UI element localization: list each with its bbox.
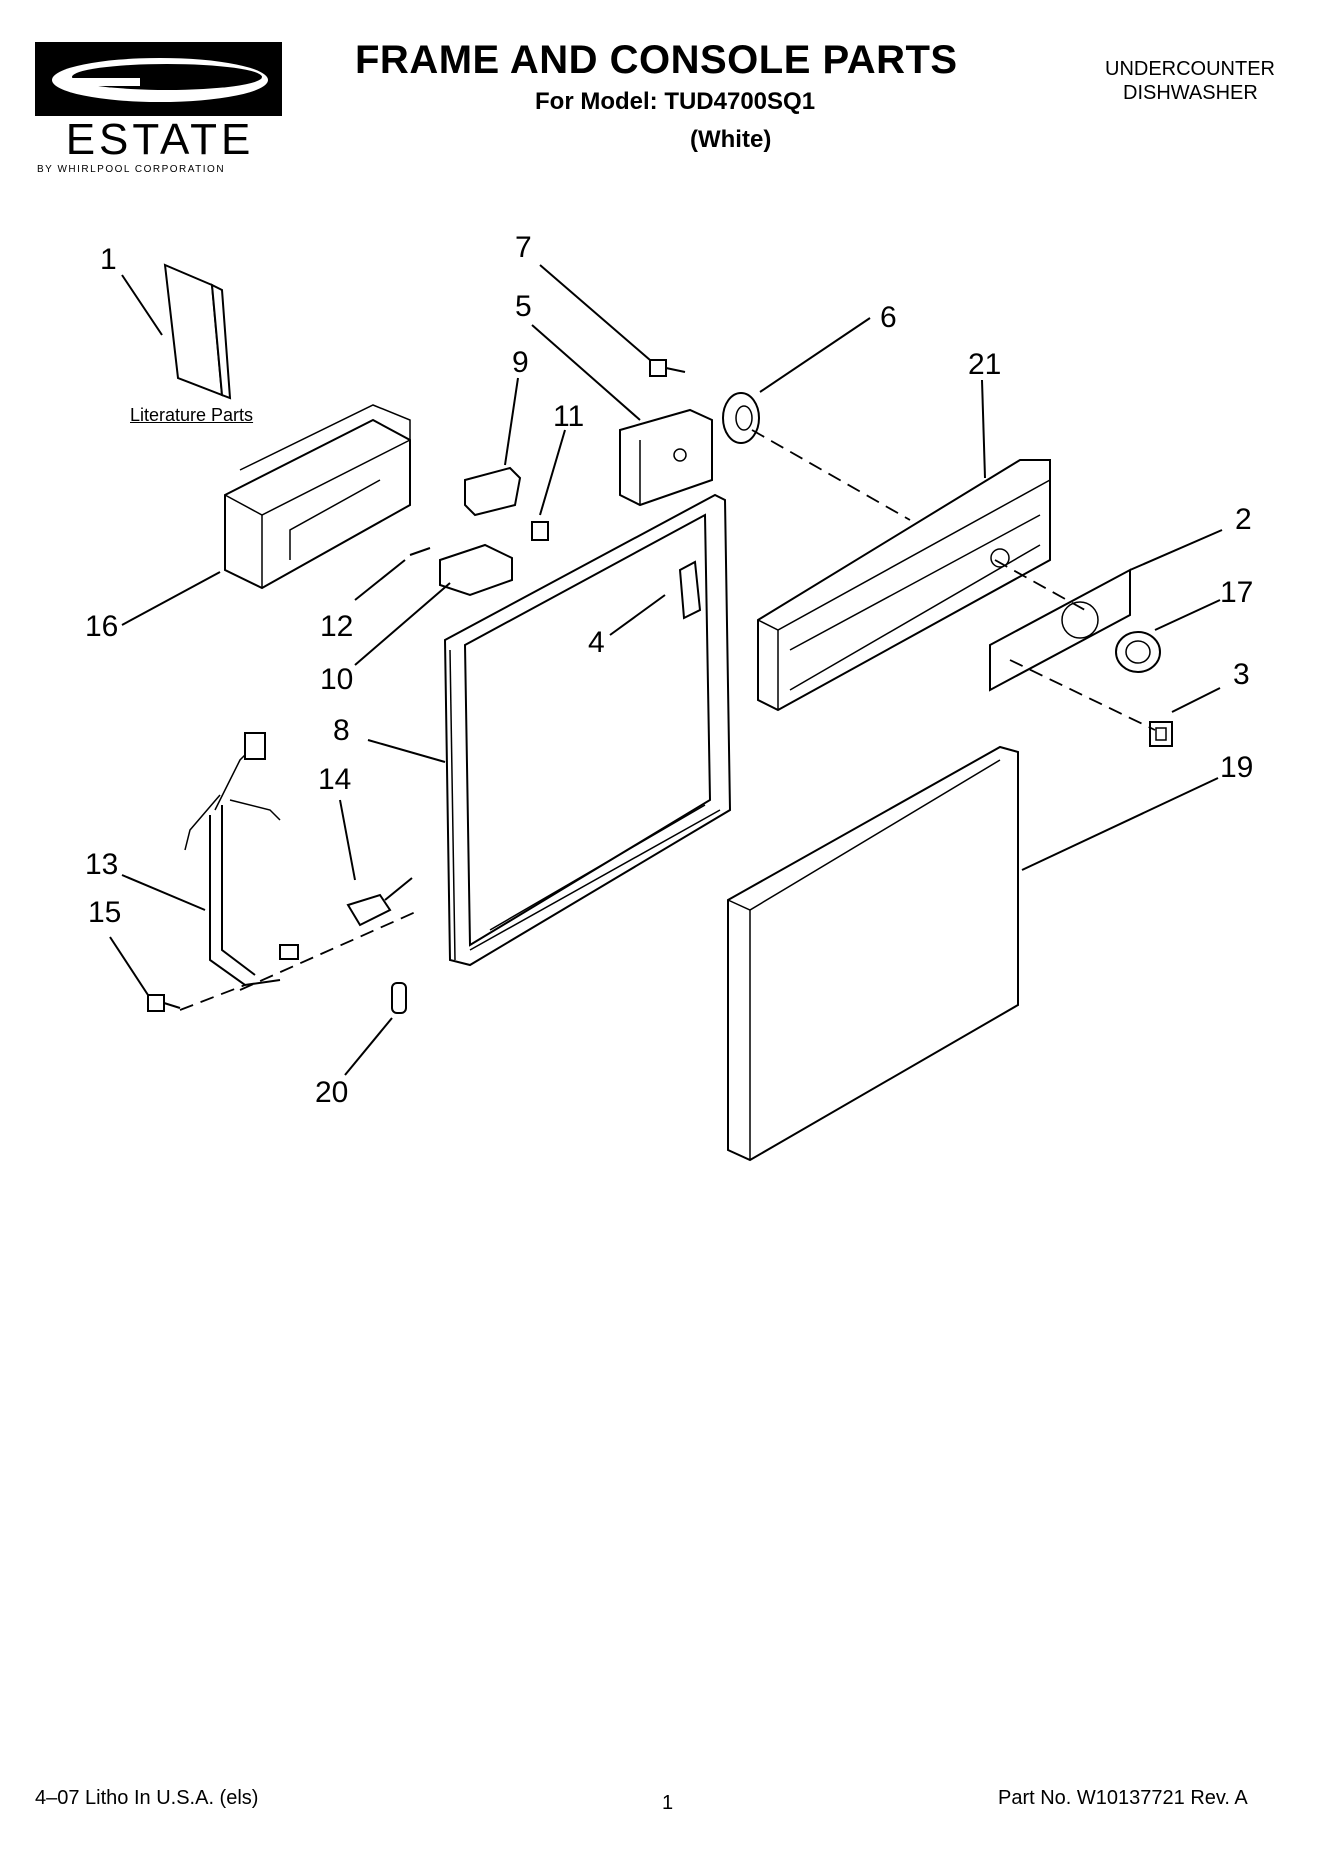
callout-5: 5: [515, 290, 532, 323]
model-line: For Model: TUD4700SQ1: [535, 88, 816, 115]
part-screw-bottom: [147, 994, 181, 1012]
part-shield: [224, 404, 411, 590]
estate-swoosh-icon: [35, 42, 282, 116]
product-category-line2: DISHWASHER: [1123, 82, 1258, 104]
part-number: Part No. W10137721 Rev. A: [998, 1787, 1248, 1809]
print-info: 4–07 Litho In U.S.A. (els): [35, 1787, 259, 1809]
callout-9: 9: [512, 346, 529, 379]
callout-21: 21: [968, 348, 1002, 381]
callout-10: 10: [320, 663, 354, 696]
model-color: (White): [690, 126, 772, 153]
part-console: [757, 459, 1051, 712]
callout-11: 11: [553, 400, 585, 433]
callout-14: 14: [318, 763, 352, 796]
part-clip: [391, 982, 407, 1014]
page-title: FRAME AND CONSOLE PARTS: [355, 38, 958, 82]
part-timer: [722, 392, 760, 444]
callout-2: 2: [1235, 503, 1252, 536]
brand-tagline: BY WHIRLPOOL CORPORATION: [37, 164, 226, 175]
callout-19: 19: [1220, 751, 1254, 784]
callout-12: 12: [320, 610, 354, 643]
callout-8: 8: [333, 714, 350, 747]
literature-parts-label: Literature Parts: [130, 405, 254, 425]
part-sensor: [346, 877, 413, 927]
callout-20: 20: [315, 1076, 349, 1109]
callout-1: 1: [100, 243, 117, 276]
product-category-line1: UNDERCOUNTER: [1105, 58, 1275, 80]
callout-6: 6: [880, 301, 897, 334]
callout-3: 3: [1233, 658, 1250, 691]
callout-4: 4: [588, 626, 605, 659]
callout-13: 13: [85, 848, 119, 881]
part-screw-top: [649, 359, 686, 377]
callout-7: 7: [515, 231, 532, 264]
part-door-panel: [727, 745, 1019, 1162]
part-small-brackets: [409, 466, 549, 597]
estate-logo: ESTATE BY WHIRLPOOL CORPORATION: [35, 40, 285, 175]
part-frame: [443, 493, 732, 967]
callout-16: 16: [85, 610, 119, 643]
part-wire-harness: [184, 732, 299, 987]
part-literature: [163, 263, 232, 400]
part-switch: [1149, 721, 1173, 747]
part-knob: [1115, 631, 1161, 673]
callout-17: 17: [1220, 576, 1254, 609]
part-overlay: [989, 568, 1131, 692]
brand-name: ESTATE: [65, 115, 255, 164]
part-bracket: [619, 408, 713, 507]
callout-15: 15: [88, 896, 122, 929]
page-number: 1: [662, 1792, 674, 1814]
